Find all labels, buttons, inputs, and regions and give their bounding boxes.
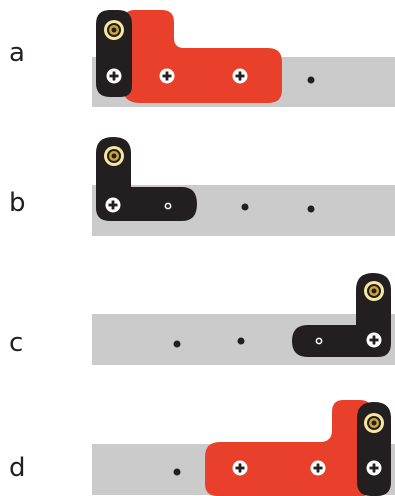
ring-screw-icon-b	[104, 146, 124, 166]
red-piece-d	[205, 400, 372, 496]
red-piece-a	[123, 10, 282, 103]
screw-icon-a3	[232, 68, 248, 84]
ring-screw-icon-d	[364, 413, 384, 433]
label-a: a	[9, 38, 25, 68]
label-d: d	[9, 453, 26, 483]
label-c: c	[9, 328, 24, 358]
open-hole-icon-c	[315, 337, 323, 345]
screw-icon-d1	[232, 460, 248, 476]
label-b: b	[9, 188, 26, 218]
row-d	[92, 400, 395, 496]
screw-icon-c1	[366, 332, 382, 348]
screw-icon-a2	[159, 68, 175, 84]
loose-hole-c2	[237, 337, 245, 345]
screw-icon-d2	[310, 460, 326, 476]
loose-hole-c1	[173, 340, 181, 348]
loose-hole-a1	[307, 76, 315, 84]
row-b	[92, 137, 395, 236]
open-hole-icon-b	[164, 202, 172, 210]
ring-screw-icon-a	[104, 20, 124, 40]
screw-icon-a1	[106, 68, 122, 84]
screw-icon-d3	[366, 460, 382, 476]
row-c	[92, 273, 395, 365]
screw-icon-b1	[105, 197, 121, 213]
loose-hole-b1	[241, 203, 249, 211]
row-a	[92, 10, 395, 107]
loose-hole-b2	[307, 205, 315, 213]
loose-hole-d1	[173, 468, 181, 476]
ring-screw-icon-c	[364, 281, 384, 301]
